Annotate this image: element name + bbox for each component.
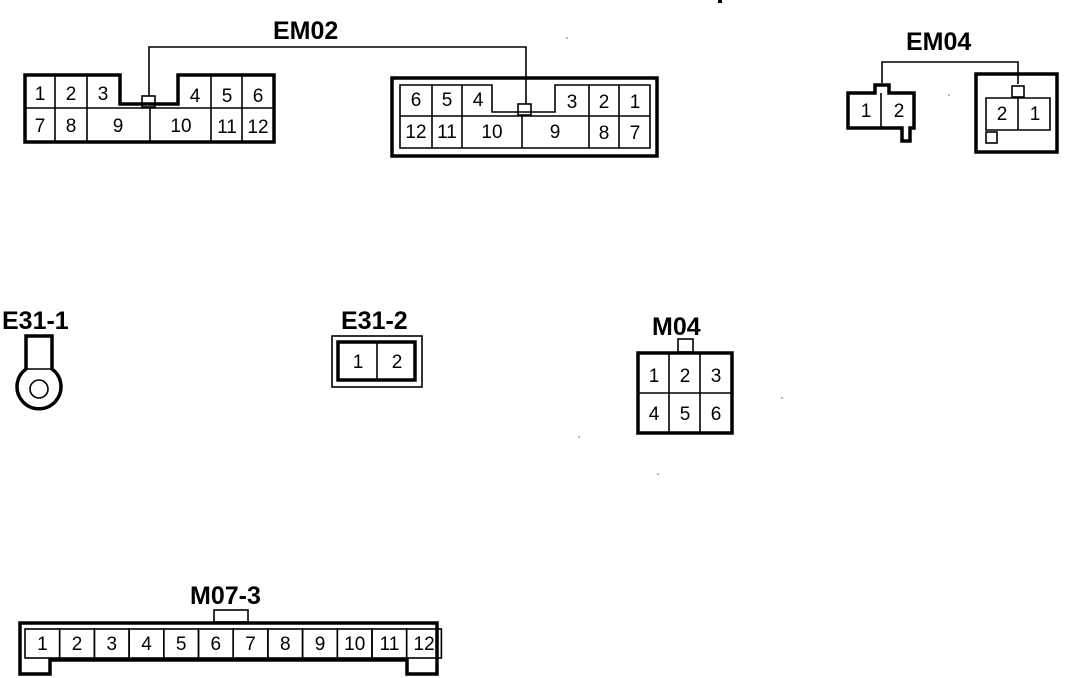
m04-pin-4: 4 [649,404,660,425]
m07-3-pin-cell [405,628,443,659]
m07-3-body [18,621,439,676]
e31-2-pin-1: 1 [353,352,364,373]
e31-2-pin-2: 2 [392,352,403,373]
e31-2-body [331,335,423,388]
m07-3-pin-3: 3 [107,634,118,655]
m07-3-pin-6: 6 [211,634,222,655]
em02-left-pin-9: 9 [113,116,124,137]
em02-right-pin-2: 2 [599,92,610,113]
em02-group: EM02 1 2 3 4 5 6 7 8 9 10 11 12 [23,17,659,158]
m04-pin-6: 6 [711,404,722,425]
m07-3-pin-10: 10 [344,634,365,655]
m07-3-pin-11: 11 [380,634,400,655]
em02-left-pin-1: 1 [35,84,46,105]
em02-right-pin-10: 10 [481,122,502,143]
em02-link-line [148,46,527,104]
m07-3-pin-9: 9 [315,634,326,655]
em02-left-pin-10: 10 [170,116,191,137]
em02-left-pin-5: 5 [222,86,233,107]
em02-left-pin-6: 6 [253,86,264,107]
em04-left-pin-1: 1 [861,101,872,122]
em04-label: EM04 [906,28,971,56]
e31-2-label: E31-2 [341,307,408,335]
m07-3-pin-4: 4 [141,634,152,655]
em04-right-key [985,131,998,144]
em02-left-pin-2: 2 [66,84,77,105]
em04-right-latch [1011,85,1025,98]
em02-left-pin-7: 7 [35,116,46,137]
m04-pin-5: 5 [680,404,691,425]
m07-3-pin-12: 12 [414,634,435,655]
e31-2-group: E31-2 1 2 [331,307,423,388]
em04-left-body [846,83,916,143]
em02-left-pin-4: 4 [190,86,201,107]
em02-label: EM02 [273,17,338,45]
m07-3-pin-2: 2 [72,634,83,655]
e31-1-ring-hole [29,379,49,399]
e31-1-group: E31-1 [2,307,69,411]
m07-3-pin-8: 8 [280,634,291,655]
em02-right-pin-1: 1 [630,92,641,113]
em02-right-pin-11: 11 [437,122,457,143]
e31-1-label: E31-1 [2,307,69,335]
m07-3-pin-7: 7 [245,634,256,655]
m04-pin-2: 2 [680,366,691,387]
em02-left-pin-8: 8 [66,116,77,137]
em02-left-pin-12: 12 [247,117,268,138]
m04-pin-3: 3 [711,366,722,387]
em04-left-pin-2: 2 [894,101,905,122]
m04-label: M04 [652,313,701,341]
em02-right-pin-3: 3 [567,92,578,113]
em04-right-body [974,72,1059,154]
m07-3-label: M07-3 [190,582,261,610]
em02-left-pin-3: 3 [98,84,109,105]
em02-right-pin-7: 7 [630,123,641,144]
m07-3-pin-5: 5 [176,634,187,655]
em04-right-pin-2: 2 [997,104,1008,125]
em02-right-pin-6: 6 [411,90,422,111]
m04-pin-1: 1 [649,366,660,387]
em04-right-pin-1: 1 [1030,104,1041,125]
em02-right-pin-12: 12 [405,122,426,143]
em02-right-latch [517,103,532,116]
em02-right-body [390,76,659,158]
em02-right-pin-9: 9 [550,122,561,143]
em02-right-pin-5: 5 [442,90,453,111]
m04-group: M04 1 2 3 4 5 6 [636,313,734,435]
em02-left-pin-11: 11 [217,117,237,138]
scan-specks [566,0,950,475]
em02-left-body [23,73,276,144]
e31-1-ring-terminal [15,334,63,411]
m07-3-pin-1: 1 [37,634,48,655]
em02-left-latch [141,95,156,108]
em02-right-pin-4: 4 [473,90,484,111]
m07-3-latch [213,609,249,623]
em02-right-pin-8: 8 [599,123,610,144]
em04-group: EM04 1 2 2 1 [846,28,1059,154]
